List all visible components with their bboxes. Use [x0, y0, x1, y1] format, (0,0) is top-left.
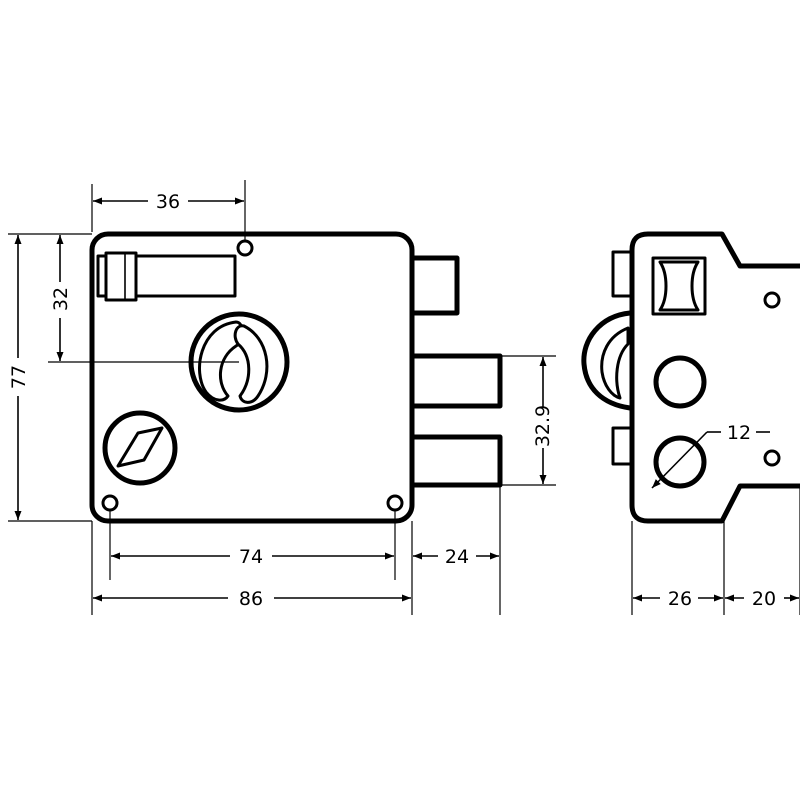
side-lower-tab: [611, 426, 633, 466]
side-lower-screw-icon: [763, 449, 781, 467]
front-view: 36 32 77 32.9 74 24 86: [8, 180, 556, 615]
bottom-left-screw-icon: [101, 494, 119, 512]
dim-32-9-label: 32.9: [532, 405, 554, 447]
thumb-turn: [102, 410, 178, 486]
dim-32-label: 32: [50, 287, 72, 311]
dim-20-label: 20: [752, 588, 776, 610]
dim-12-label: 12: [727, 422, 751, 444]
lower-bolt: [402, 434, 503, 488]
middle-bolt: [402, 353, 503, 409]
dim-86-label: 86: [239, 588, 263, 610]
side-upper-hole: [653, 355, 707, 409]
side-lower-hole: [653, 435, 707, 489]
dim-36-label: 36: [156, 191, 180, 213]
side-upper-screw-icon: [763, 291, 781, 309]
top-screw-icon: [236, 239, 254, 257]
latch-bar: [96, 251, 237, 302]
dim-24-label: 24: [445, 546, 469, 568]
side-view: 12 26 20: [581, 231, 800, 615]
dim-74-label: 74: [239, 546, 263, 568]
side-latch: [651, 256, 707, 316]
dim-26-label: 26: [668, 588, 692, 610]
bottom-right-screw-icon: [386, 494, 404, 512]
side-upper-tab: [611, 250, 633, 298]
dim-77-label: 77: [8, 365, 30, 389]
